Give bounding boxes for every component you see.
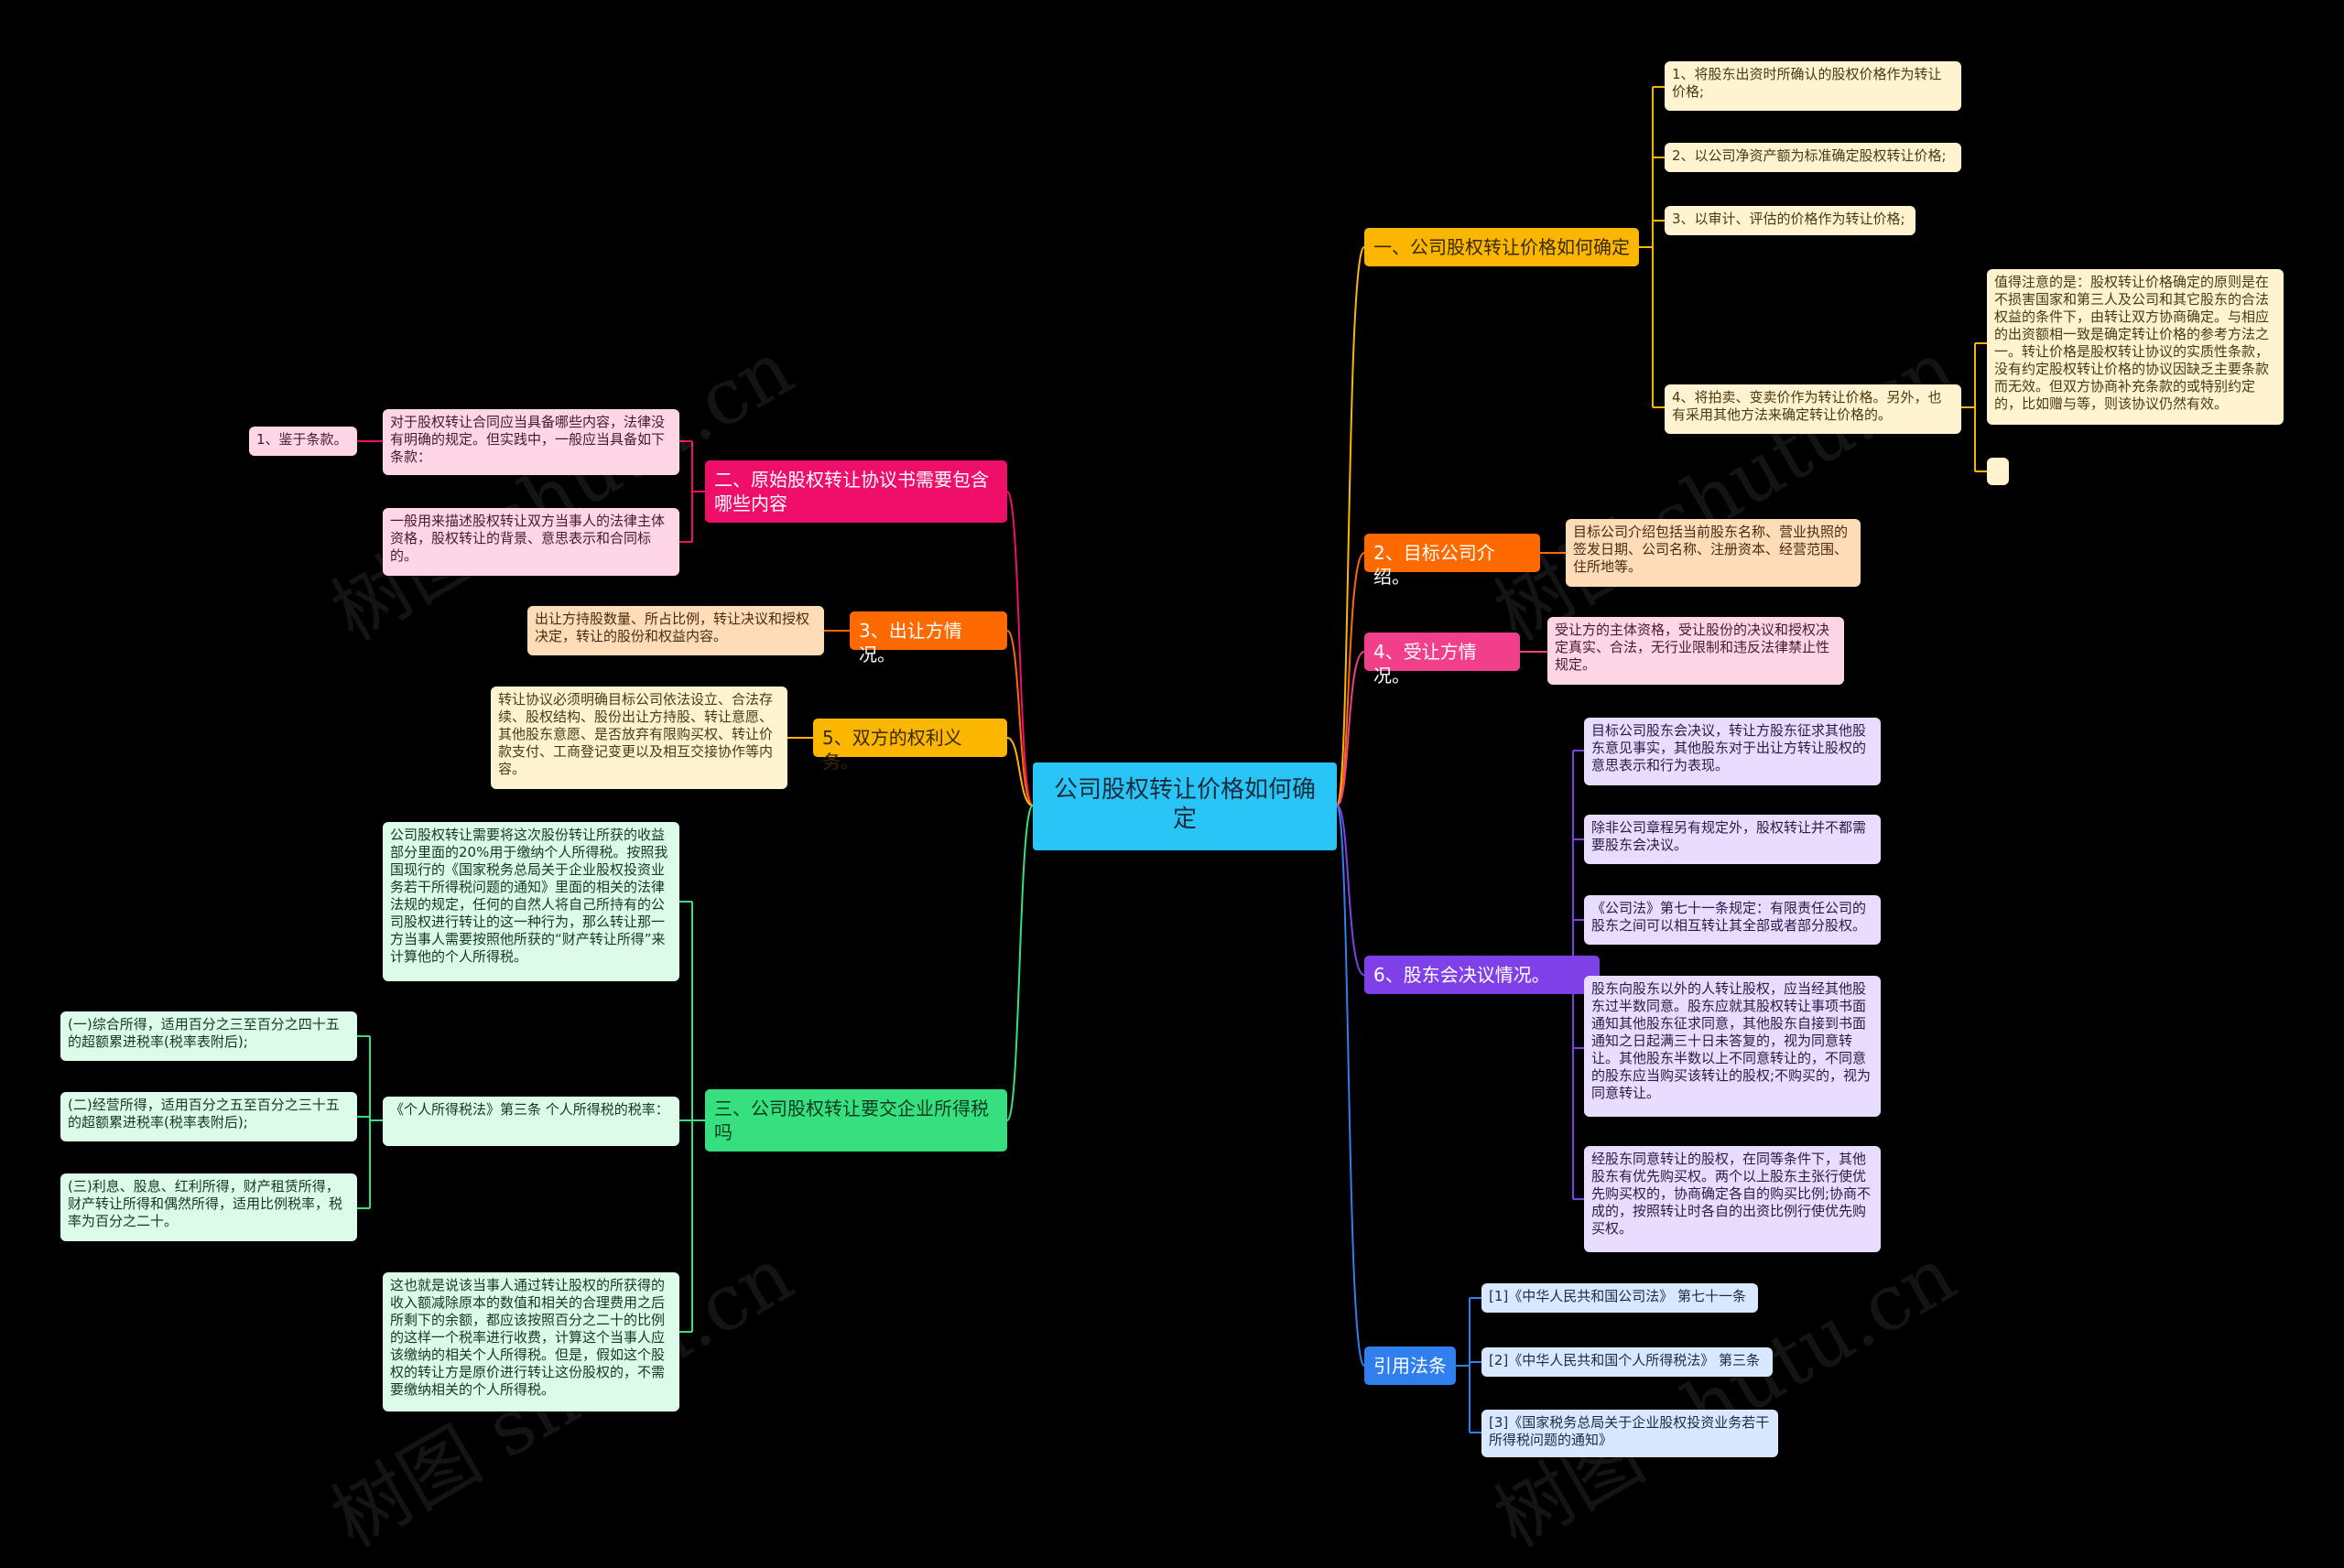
resolution-item-5[interactable]: 经股东同意转让的股权，在同等条件下，其他股东有优先购买权。两个以上股东主张行使优…: [1584, 1146, 1881, 1252]
resolution-item-4[interactable]: 股东向股东以外的人转让股权，应当经其他股东过半数同意。股东应就其股权转让事项书面…: [1584, 976, 1881, 1117]
price-principle-note[interactable]: 值得注意的是：股权转让价格确定的原则是在不损害国家和第三人及公司和其它股东的合法…: [1987, 269, 2284, 425]
wire-root-l2: [1006, 491, 1034, 806]
connector-lines: [357, 86, 1987, 1433]
price-method-1[interactable]: 1、将股东出资时所确认的股权价格作为转让价格;: [1665, 61, 1961, 111]
branch-agreement-content[interactable]: 二、原始股权转让协议书需要包含哪些内容: [705, 460, 1007, 523]
transferor-text[interactable]: 出让方持股数量、所占比例，转让决议和授权决定，转让的股份和权益内容。: [527, 606, 824, 655]
wire-root-l5: [1006, 737, 1034, 806]
resolution-item-1[interactable]: 目标公司股东会决议，转让方股东征求其他股东意见事实，其他股东对于出让方转让股权的…: [1584, 718, 1881, 785]
resolution-item-3[interactable]: 《公司法》第七十一条规定：有限责任公司的股东之间可以相互转让其全部或者部分股权。: [1584, 895, 1881, 945]
wire-tax-items: [679, 901, 705, 1333]
price-method-2[interactable]: 2、以公司净资产额为标准确定股权转让价格;: [1665, 143, 1961, 172]
tax-explanation[interactable]: 公司股权转让需要将这次股份转让所获的收益部分里面的20%用于缴纳个人所得税。按照…: [383, 822, 679, 981]
branch-target-company[interactable]: 2、目标公司介绍。: [1364, 534, 1540, 588]
wire-root-b1: [1336, 246, 1365, 806]
branch-cited-laws[interactable]: 引用法条: [1364, 1346, 1456, 1385]
wire-b1-note: [1961, 342, 1987, 472]
branch-rights-obligations[interactable]: 5、双方的权利义务。: [813, 719, 1007, 773]
agreement-desc[interactable]: 一般用来描述股权转让双方当事人的法律主体资格，股权转让的背景、意思表示和合同标的…: [383, 508, 679, 576]
price-method-4[interactable]: 4、将拍卖、变卖价作为转让价格。另外，也有采用其他方法来确定转让价格的。: [1665, 384, 1961, 434]
branch-transferor[interactable]: 3、出让方情况。: [850, 611, 1007, 665]
target-company-text[interactable]: 目标公司介绍包括当前股东名称、营业执照的签发日期、公司名称、注册资本、经营范围、…: [1566, 519, 1861, 587]
empty-note[interactable]: [1987, 458, 2009, 485]
tax-rate-law[interactable]: 《个人所得税法》第三条 个人所得税的税率：: [383, 1097, 679, 1146]
whereas-clause[interactable]: 1、鉴于条款。: [249, 427, 357, 456]
wire-b1-items: [1639, 86, 1665, 408]
branch-transferee[interactable]: 4、受让方情况。: [1364, 633, 1520, 687]
transferee-text[interactable]: 受让方的主体资格，受让股份的决议和授权决定真实、合法，无行业限制和违反法律禁止性…: [1547, 617, 1844, 685]
tax-rate-1[interactable]: (一)综合所得，适用百分之三至百分之四十五的超额累进税率(税率表附后);: [60, 1011, 357, 1061]
tax-rate-2[interactable]: (二)经营所得，适用百分之五至百分之三十五的超额累进税率(税率表附后);: [60, 1092, 357, 1141]
root-node[interactable]: 公司股权转让价格如何确定: [1033, 762, 1337, 850]
law-ref-2[interactable]: [2]《中华人民共和国个人所得税法》 第三条: [1481, 1347, 1773, 1377]
price-method-3[interactable]: 3、以审计、评估的价格作为转让价格;: [1665, 206, 1915, 235]
law-ref-1[interactable]: [1]《中华人民共和国公司法》 第七十一条: [1481, 1283, 1758, 1313]
branch-price-determination[interactable]: 一、公司股权转让价格如何确定: [1364, 228, 1639, 266]
law-ref-3[interactable]: [3]《国家税务总局关于企业股权投资业务若干所得税问题的通知》: [1481, 1410, 1778, 1457]
wire-tax-rates: [357, 1035, 383, 1209]
tax-rate-3[interactable]: (三)利息、股息、红利所得，财产租赁所得，财产转让所得和偶然所得，适用比例税率，…: [60, 1173, 357, 1241]
branch-shareholder-resolution[interactable]: 6、股东会决议情况。: [1364, 956, 1600, 994]
wire-root-tax: [1006, 805, 1034, 1121]
agreement-intro[interactable]: 对于股权转让合同应当具备哪些内容，法律没有明确的规定。但实践中，一般应当具备如下…: [383, 409, 679, 475]
resolution-item-2[interactable]: 除非公司章程另有规定外，股权转让并不都需要股东会决议。: [1584, 815, 1881, 864]
wire-law-items: [1456, 1297, 1481, 1433]
wire-root-b6: [1336, 805, 1365, 976]
rights-obligations-text[interactable]: 转让协议必须明确目标公司依法设立、合法存续、股权结构、股份出让方持股、转让意愿、…: [491, 687, 787, 789]
tax-conclusion[interactable]: 这也就是说该当事人通过转让股权的所获得的收入额减除原本的数值和相关的合理费用之后…: [383, 1272, 679, 1411]
branch-income-tax[interactable]: 三、公司股权转让要交企业所得税吗: [705, 1089, 1007, 1152]
wire-root-l3: [1006, 630, 1034, 806]
wire-l2-items: [679, 440, 705, 543]
wire-root-law: [1336, 805, 1365, 1367]
wire-root-b2: [1336, 552, 1365, 806]
wire-root-b4: [1336, 651, 1365, 806]
